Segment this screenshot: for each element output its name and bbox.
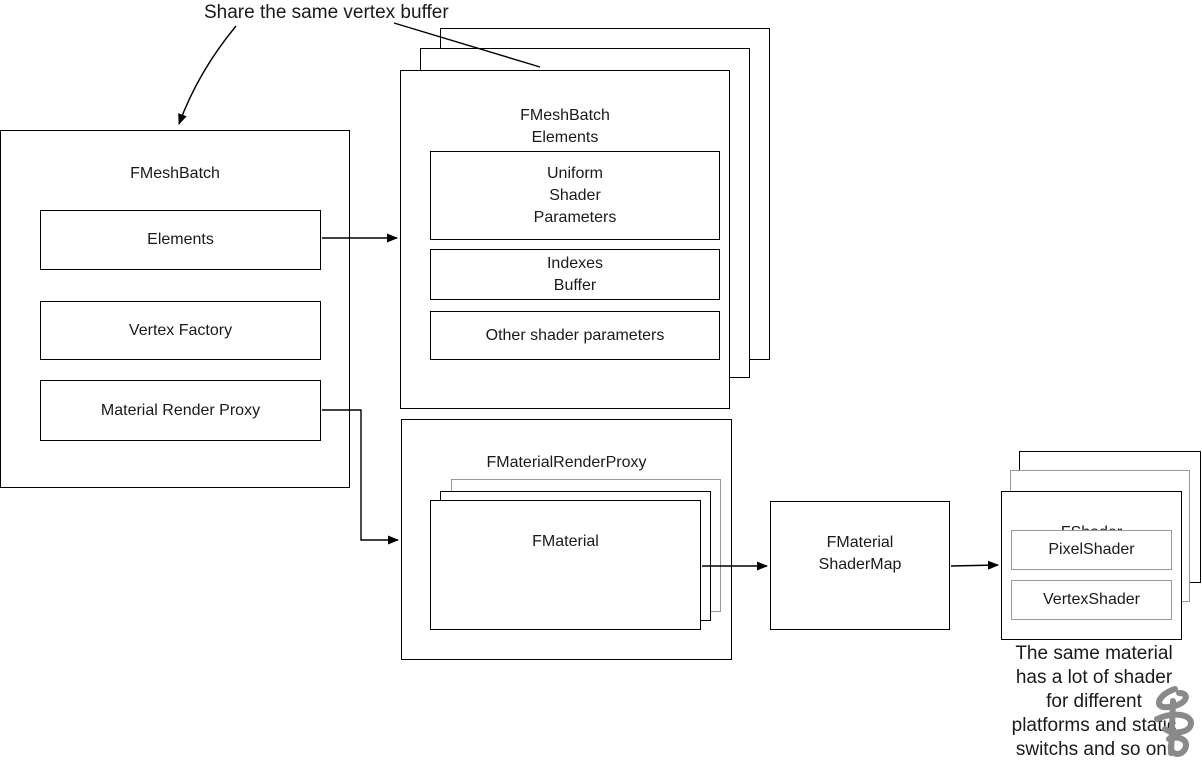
other-shader-parameters-box: Other shader parameters [430,311,720,360]
vertexshader-box: VertexShader [1011,580,1172,620]
other-shader-parameters-label: Other shader parameters [485,326,665,344]
fmeshbatch-elements-title: FMeshBatch Elements [520,107,610,146]
indexes-buffer-box: Indexes Buffer [430,249,720,300]
arrow-shadermap-to-fshader [950,560,999,570]
pixelshader-label: PixelShader [1048,541,1135,558]
material-render-proxy-box: Material Render Proxy [40,380,321,441]
uniform-shader-parameters-label: Uniform Shader Parameters [533,164,617,226]
elements-box: Elements [40,210,321,270]
fmaterial-title: FMaterial [532,533,599,550]
fmaterial-shadermap-box: FMaterial ShaderMap [770,501,950,630]
uniform-shader-parameters-box: Uniform Shader Parameters [430,151,720,240]
annotation-share-vertex-buffer: Share the same vertex buffer [204,2,449,23]
vertex-factory-box: Vertex Factory [40,301,321,360]
pixelshader-box: PixelShader [1011,530,1172,570]
fmaterial-box: FMaterial [430,500,701,630]
fmaterial-shadermap-title: FMaterial ShaderMap [818,534,902,573]
arrow-note-to-fmeshbatch [178,25,237,125]
vertexshader-label: VertexShader [1043,591,1140,608]
vertex-factory-label: Vertex Factory [128,321,233,339]
annotation-shader-variants: The same material has a lot of shader fo… [1011,643,1177,760]
fmaterial-render-proxy-title: FMaterialRenderProxy [486,454,647,471]
elements-label: Elements [147,231,214,248]
indexes-buffer-label: Indexes Buffer [546,254,604,294]
material-render-proxy-label: Material Render Proxy [100,401,261,419]
fmeshbatch-title: FMeshBatch [130,165,220,182]
